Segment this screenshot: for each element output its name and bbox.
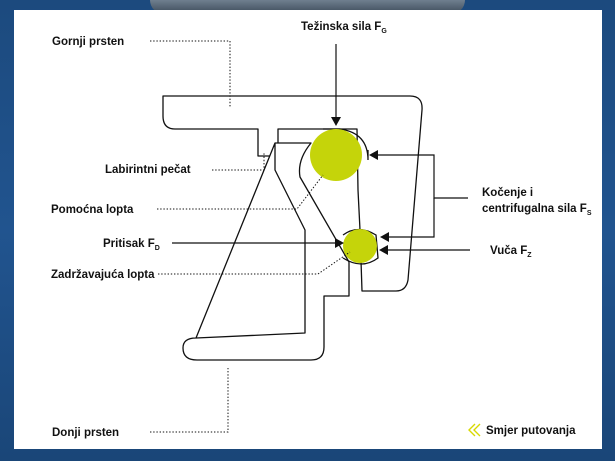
label-lower-ring: Donji prsten (52, 427, 119, 439)
leader-retaining-ball (158, 251, 351, 275)
retaining-ball (343, 229, 377, 263)
label-labyrinth-seal: Labirintni pečat (105, 164, 191, 176)
lower-ring-outline (182, 142, 350, 361)
label-pressure-force: Pritisak FD (103, 238, 160, 252)
braking-force-arrow-upper (372, 154, 468, 199)
label-retaining-ball: Zadržavajuća lopta (51, 269, 155, 281)
double-chevron-left-icon (468, 423, 481, 437)
label-traction-force: Vuča FZ (490, 245, 532, 259)
label-weight-force: Težinska sila FG (301, 21, 387, 35)
traction-arrowhead (379, 245, 388, 255)
upper-cage (323, 128, 369, 161)
braking-arrowhead-upper (369, 150, 378, 160)
braking-force-arrow-lower (383, 198, 435, 238)
leader-labyrinth-seal (212, 152, 265, 171)
auxiliary-ball (310, 129, 362, 181)
label-upper-ring: Gornji prsten (52, 36, 124, 48)
lower-cage (342, 228, 379, 265)
weight-force-arrowhead (331, 117, 341, 126)
leader-upper-ring (150, 40, 231, 108)
pressure-arrowhead (335, 238, 344, 248)
label-direction-of-travel: Smjer putovanja (486, 425, 576, 437)
label-braking-force-line1: Kočenje i (482, 187, 533, 199)
leader-lower-ring (150, 368, 229, 433)
label-auxiliary-ball: Pomoćna lopta (51, 204, 134, 216)
label-braking-force-line2: centrifugalna sila FS (482, 203, 592, 217)
braking-arrowhead-lower (380, 232, 389, 242)
